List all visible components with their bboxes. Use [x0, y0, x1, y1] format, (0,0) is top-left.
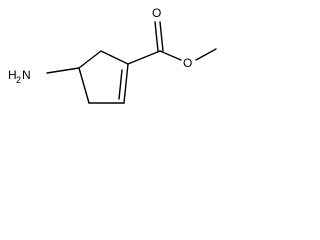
ring-bond-c4-c5: [78, 50, 102, 69]
ester-oxygen-label: O: [183, 56, 192, 70]
ring-bond-c3-c4: [78, 67, 90, 104]
bond-carbonyl-carbon-ester-oxygen: [159, 50, 182, 61]
chemical-structure-diagram: O O H 2 N: [8, 6, 217, 104]
carbonyl-double-bond-a: [154, 21, 159, 52]
carbonyl-double-bond-b: [159, 21, 164, 52]
amine-n-label: N: [22, 68, 31, 82]
bond-c4-nitrogen: [46, 67, 80, 74]
amine-subscript-label: 2: [16, 75, 21, 85]
ring-bond-c1-c2-inner: [118, 69, 123, 100]
bond-c1-carbonyl-carbon: [127, 50, 161, 65]
ring-bond-c1-c2-outer: [123, 63, 129, 104]
carbonyl-oxygen-label: O: [152, 6, 161, 20]
bond-ester-oxygen-methyl: [195, 48, 217, 61]
ring-bond-c5-c1: [100, 50, 129, 65]
amine-h-label: H: [8, 68, 17, 82]
